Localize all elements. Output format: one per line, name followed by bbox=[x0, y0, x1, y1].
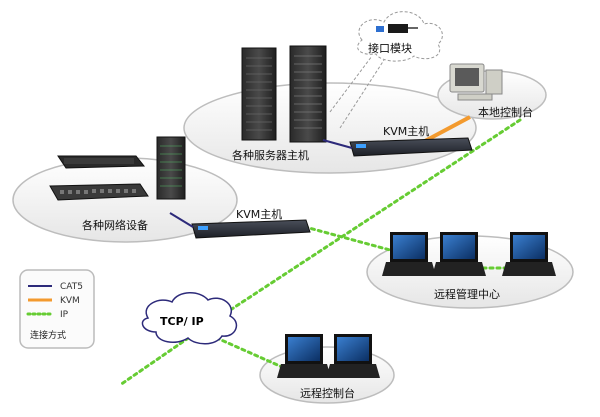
interface-module-label: 接口模块 bbox=[368, 42, 412, 55]
legend: CAT5 KVM IP 连接方式 bbox=[19, 269, 95, 349]
kvm-host-top-label: KVM主机 bbox=[383, 124, 429, 138]
network-rack bbox=[156, 136, 186, 200]
remote-center-laptop-1 bbox=[382, 232, 436, 276]
server-rack-1 bbox=[241, 47, 277, 141]
network-devices-label: 各种网络设备 bbox=[82, 218, 148, 232]
remote-center-laptop-3 bbox=[502, 232, 556, 276]
local-console-label: 本地控制台 bbox=[478, 105, 533, 119]
legend-title: 连接方式 bbox=[30, 329, 66, 341]
network-switch-1 bbox=[57, 155, 146, 169]
legend-ip-label: IP bbox=[60, 310, 69, 320]
remote-console-laptop-2 bbox=[326, 334, 380, 378]
remote-console-label: 远程控制台 bbox=[300, 386, 355, 400]
remote-console-laptop-1 bbox=[277, 334, 331, 378]
local-console-pc bbox=[449, 63, 503, 101]
kvm-host-top bbox=[349, 137, 473, 157]
server-rack-2 bbox=[289, 45, 327, 143]
interface-module-group: 接口模块 bbox=[329, 11, 443, 129]
remote-center-label: 远程管理中心 bbox=[434, 287, 500, 301]
cat5-link-network bbox=[169, 212, 194, 228]
interface-module-icon bbox=[388, 24, 408, 33]
tcp-ip-cloud: TCP/ IP bbox=[141, 292, 238, 345]
legend-cat5-label: CAT5 bbox=[60, 282, 83, 292]
kvm-host-mid bbox=[191, 219, 311, 239]
cat5-link-servers bbox=[322, 139, 353, 149]
remote-center-laptop-2 bbox=[432, 232, 486, 276]
servers-platform bbox=[183, 82, 477, 174]
network-switch-2 bbox=[49, 183, 149, 201]
kvm-link-local bbox=[424, 115, 471, 143]
kvm-host-mid-label: KVM主机 bbox=[236, 207, 282, 221]
servers-label: 各种服务器主机 bbox=[232, 148, 309, 162]
legend-kvm-label: KVM bbox=[60, 296, 80, 306]
tcp-ip-label: TCP/ IP bbox=[160, 315, 204, 328]
